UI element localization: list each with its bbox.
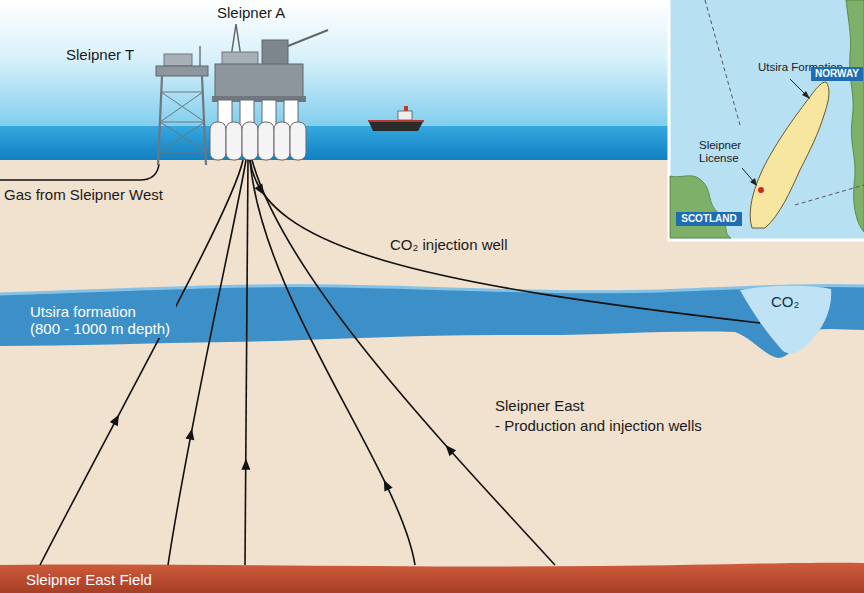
map-label: Sleipner License <box>699 139 757 165</box>
jacket-brace <box>161 92 205 122</box>
field-name: Sleipner East Field <box>26 571 152 588</box>
license-dot <box>758 187 764 193</box>
base-cell <box>290 122 306 160</box>
base-cell <box>226 122 242 160</box>
field-band <box>0 563 864 593</box>
well-note: - Production and injection wells <box>495 417 702 434</box>
country-label: SCOTLAND <box>676 212 742 226</box>
production-well <box>168 160 246 565</box>
utsira-outline <box>750 82 829 228</box>
sector-boundary <box>795 185 864 205</box>
gas-field: Sleipner East Field <box>0 556 864 593</box>
platform-mast <box>199 46 201 66</box>
leader-head <box>802 91 810 99</box>
field-label: Sleipner East <box>495 397 584 414</box>
platform-shape <box>200 0 345 160</box>
co2-plume: CO₂ <box>738 284 833 356</box>
ship-stripe <box>368 120 424 122</box>
well-path <box>40 160 243 565</box>
well-path <box>250 160 415 565</box>
ship-hull <box>368 120 424 131</box>
arrow-head <box>255 183 265 195</box>
location-map <box>669 0 864 240</box>
jacket-brace <box>160 121 205 122</box>
platform: Sleipner A <box>200 0 345 160</box>
ship <box>368 106 424 131</box>
platform-name: Sleipner A <box>217 4 285 21</box>
ship-funnel <box>404 106 408 111</box>
scotland-land <box>670 176 731 238</box>
arrow-head <box>110 414 119 426</box>
plume-label: CO₂ <box>771 293 799 310</box>
formation-band <box>0 285 864 358</box>
pipeline-label: Gas from Sleipner West <box>4 186 163 203</box>
jacket-brace <box>161 91 203 92</box>
map-sea <box>669 0 864 240</box>
gas-pipeline <box>0 164 159 180</box>
rock-formation: Utsira formation (800 - 1000 m depth) CO₂ <box>0 280 864 365</box>
platform: Sleipner T <box>60 42 210 167</box>
base-cell <box>242 122 258 160</box>
country-label: NORWAY <box>811 67 863 81</box>
leader-line <box>742 168 754 182</box>
formation-name: Utsira formation (800 - 1000 m depth) <box>28 303 176 338</box>
production-well <box>252 160 555 565</box>
plume-outline <box>740 286 831 354</box>
jacket-brace <box>160 122 206 152</box>
base-cell <box>274 122 290 160</box>
jacket-brace <box>160 92 203 122</box>
well-path <box>168 160 246 565</box>
crane-boom <box>288 30 328 46</box>
leader-head <box>750 178 757 186</box>
production-well <box>40 160 243 565</box>
base-cell <box>258 122 274 160</box>
platform-name: Sleipner T <box>66 46 134 63</box>
wrap-spacer <box>137 303 174 304</box>
well-path <box>245 160 248 565</box>
ship-bridge <box>398 111 412 120</box>
production-well <box>241 160 250 565</box>
arrow-head <box>445 445 456 456</box>
jacket-brace <box>159 151 206 152</box>
arrow-head <box>384 480 393 492</box>
platform-deck <box>215 64 303 98</box>
base-cell <box>210 122 226 160</box>
sector-boundary <box>705 0 740 125</box>
arrow-head <box>241 459 250 470</box>
platform-module <box>164 54 192 66</box>
leader-line <box>790 79 806 95</box>
well-path <box>252 160 555 565</box>
production-well <box>250 160 415 565</box>
arrow-head <box>185 429 194 441</box>
jacket-brace <box>159 122 205 152</box>
platform-deck <box>156 66 208 76</box>
platform-module <box>262 40 288 66</box>
seabed <box>0 160 864 593</box>
well-label: CO₂ injection well <box>388 236 510 253</box>
formation-top <box>0 285 864 294</box>
norway-land <box>846 0 864 232</box>
